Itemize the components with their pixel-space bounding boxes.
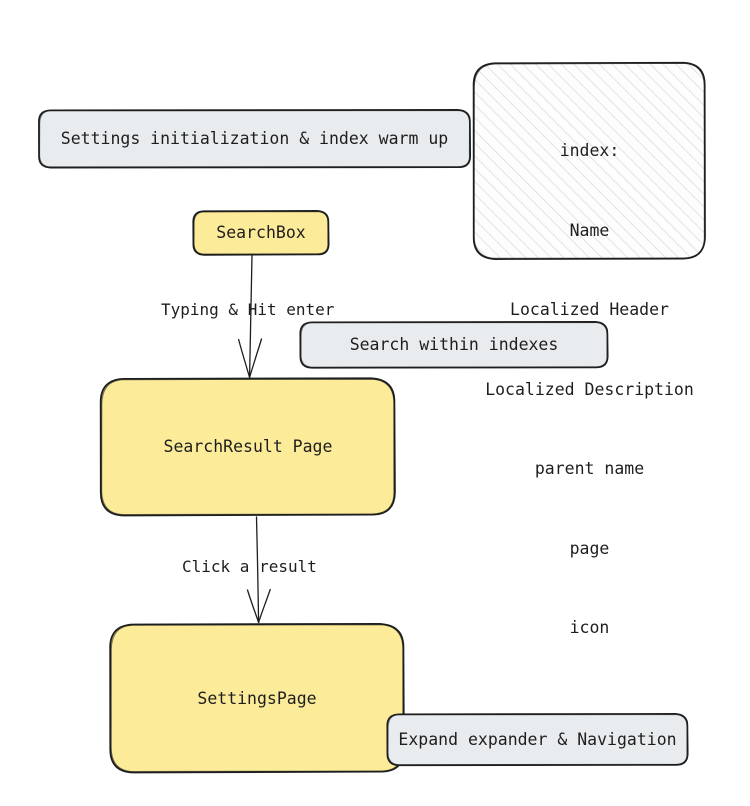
node-search-within-indexes[interactable] [299,321,609,369]
node-expand-expander[interactable] [386,713,689,767]
node-settings-page[interactable] [109,623,405,774]
node-search-result-page[interactable] [99,377,396,517]
edge-searchbox-to-searchresult [237,254,263,379]
node-search-box[interactable] [192,210,330,256]
node-settings-init[interactable] [38,109,472,169]
edge-searchresult-to-settingspage [246,516,271,624]
node-index-fields[interactable] [472,61,706,260]
